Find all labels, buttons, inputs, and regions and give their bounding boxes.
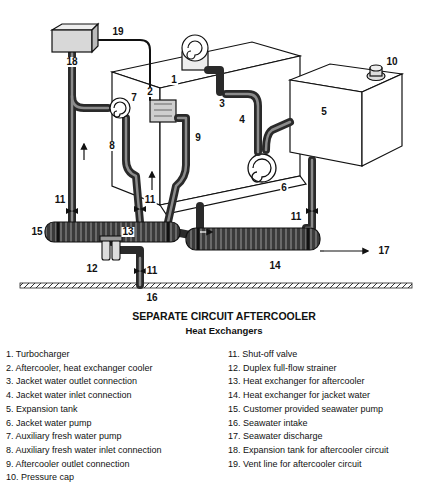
callout-number: 1 — [170, 75, 178, 85]
callout-number: 9 — [194, 133, 202, 143]
heat-exchangers — [45, 222, 320, 250]
callout-number: 12 — [85, 264, 98, 274]
callout-number: 11 — [54, 195, 67, 205]
callout-number: 5 — [320, 107, 328, 117]
legend-item: 5. Expansion tank — [6, 405, 78, 414]
subtitle: Heat Exchangers — [185, 326, 262, 336]
legend-item: 3. Jacket water outlet connection — [6, 377, 137, 386]
legend-item: 8. Auxiliary fresh water inlet connectio… — [6, 446, 162, 455]
turbocharger — [182, 35, 208, 70]
legend-item: 9. Aftercooler outlet connection — [6, 460, 130, 469]
duplex-strainer — [100, 236, 122, 260]
expansion-tank — [290, 64, 402, 166]
legend-item: 14. Heat exchanger for jacket water — [228, 391, 370, 400]
legend-item: 17. Seawater discharge — [228, 432, 323, 441]
callout-number: 11 — [144, 195, 157, 205]
legend-item: 10. Pressure cap — [6, 473, 74, 482]
callout-number: 16 — [145, 293, 158, 303]
callout-number: 7 — [130, 93, 138, 103]
callout-number: 17 — [377, 246, 390, 256]
legend-item: 12. Duplex full-flow strainer — [228, 364, 337, 373]
legend-item: 15. Customer provided seawater pump — [228, 405, 383, 414]
callout-number: 8 — [108, 141, 116, 151]
shut-off-valves — [66, 206, 318, 274]
aftercooler-expansion-tank — [52, 24, 98, 52]
callout-number: 11 — [146, 266, 159, 276]
legend-item: 7. Auxiliary fresh water pump — [6, 432, 122, 441]
legend-item: 16. Seawater intake — [228, 419, 308, 428]
legend-item: 2. Aftercooler, heat exchanger cooler — [6, 364, 153, 373]
callout-number: 15 — [30, 227, 43, 237]
deck-line — [20, 283, 412, 288]
callout-number: 14 — [268, 261, 281, 271]
legend-item: 1. Turbocharger — [6, 350, 70, 359]
flow-arrows — [84, 144, 368, 251]
legend-item: 4. Jacket water inlet connection — [6, 391, 132, 400]
legend-item: 18. Expansion tank for aftercooler circu… — [228, 446, 389, 455]
callout-number: 13 — [121, 227, 134, 237]
legend-item: 11. Shut-off valve — [228, 350, 297, 359]
callout-number: 3 — [218, 99, 226, 109]
legend-item: 6. Jacket water pump — [6, 419, 92, 428]
engine-block — [112, 42, 306, 214]
auxiliary-pump — [110, 98, 130, 118]
callout-number: 19 — [111, 27, 124, 37]
callout-number: 18 — [65, 57, 78, 67]
aftercooler — [150, 100, 176, 122]
callout-number: 4 — [238, 115, 246, 125]
legend-item: 13. Heat exchanger for aftercooler — [228, 377, 365, 386]
diagram-title: SEPARATE CIRCUIT AFTERCOOLER — [132, 311, 316, 322]
jacket-water-pump — [248, 154, 276, 182]
legend-item: 19. Vent line for aftercooler circuit — [228, 460, 362, 469]
callout-number: 2 — [146, 87, 154, 97]
callout-number: 11 — [290, 212, 303, 222]
callout-number: 6 — [280, 183, 288, 193]
callout-number: 10 — [385, 57, 398, 67]
